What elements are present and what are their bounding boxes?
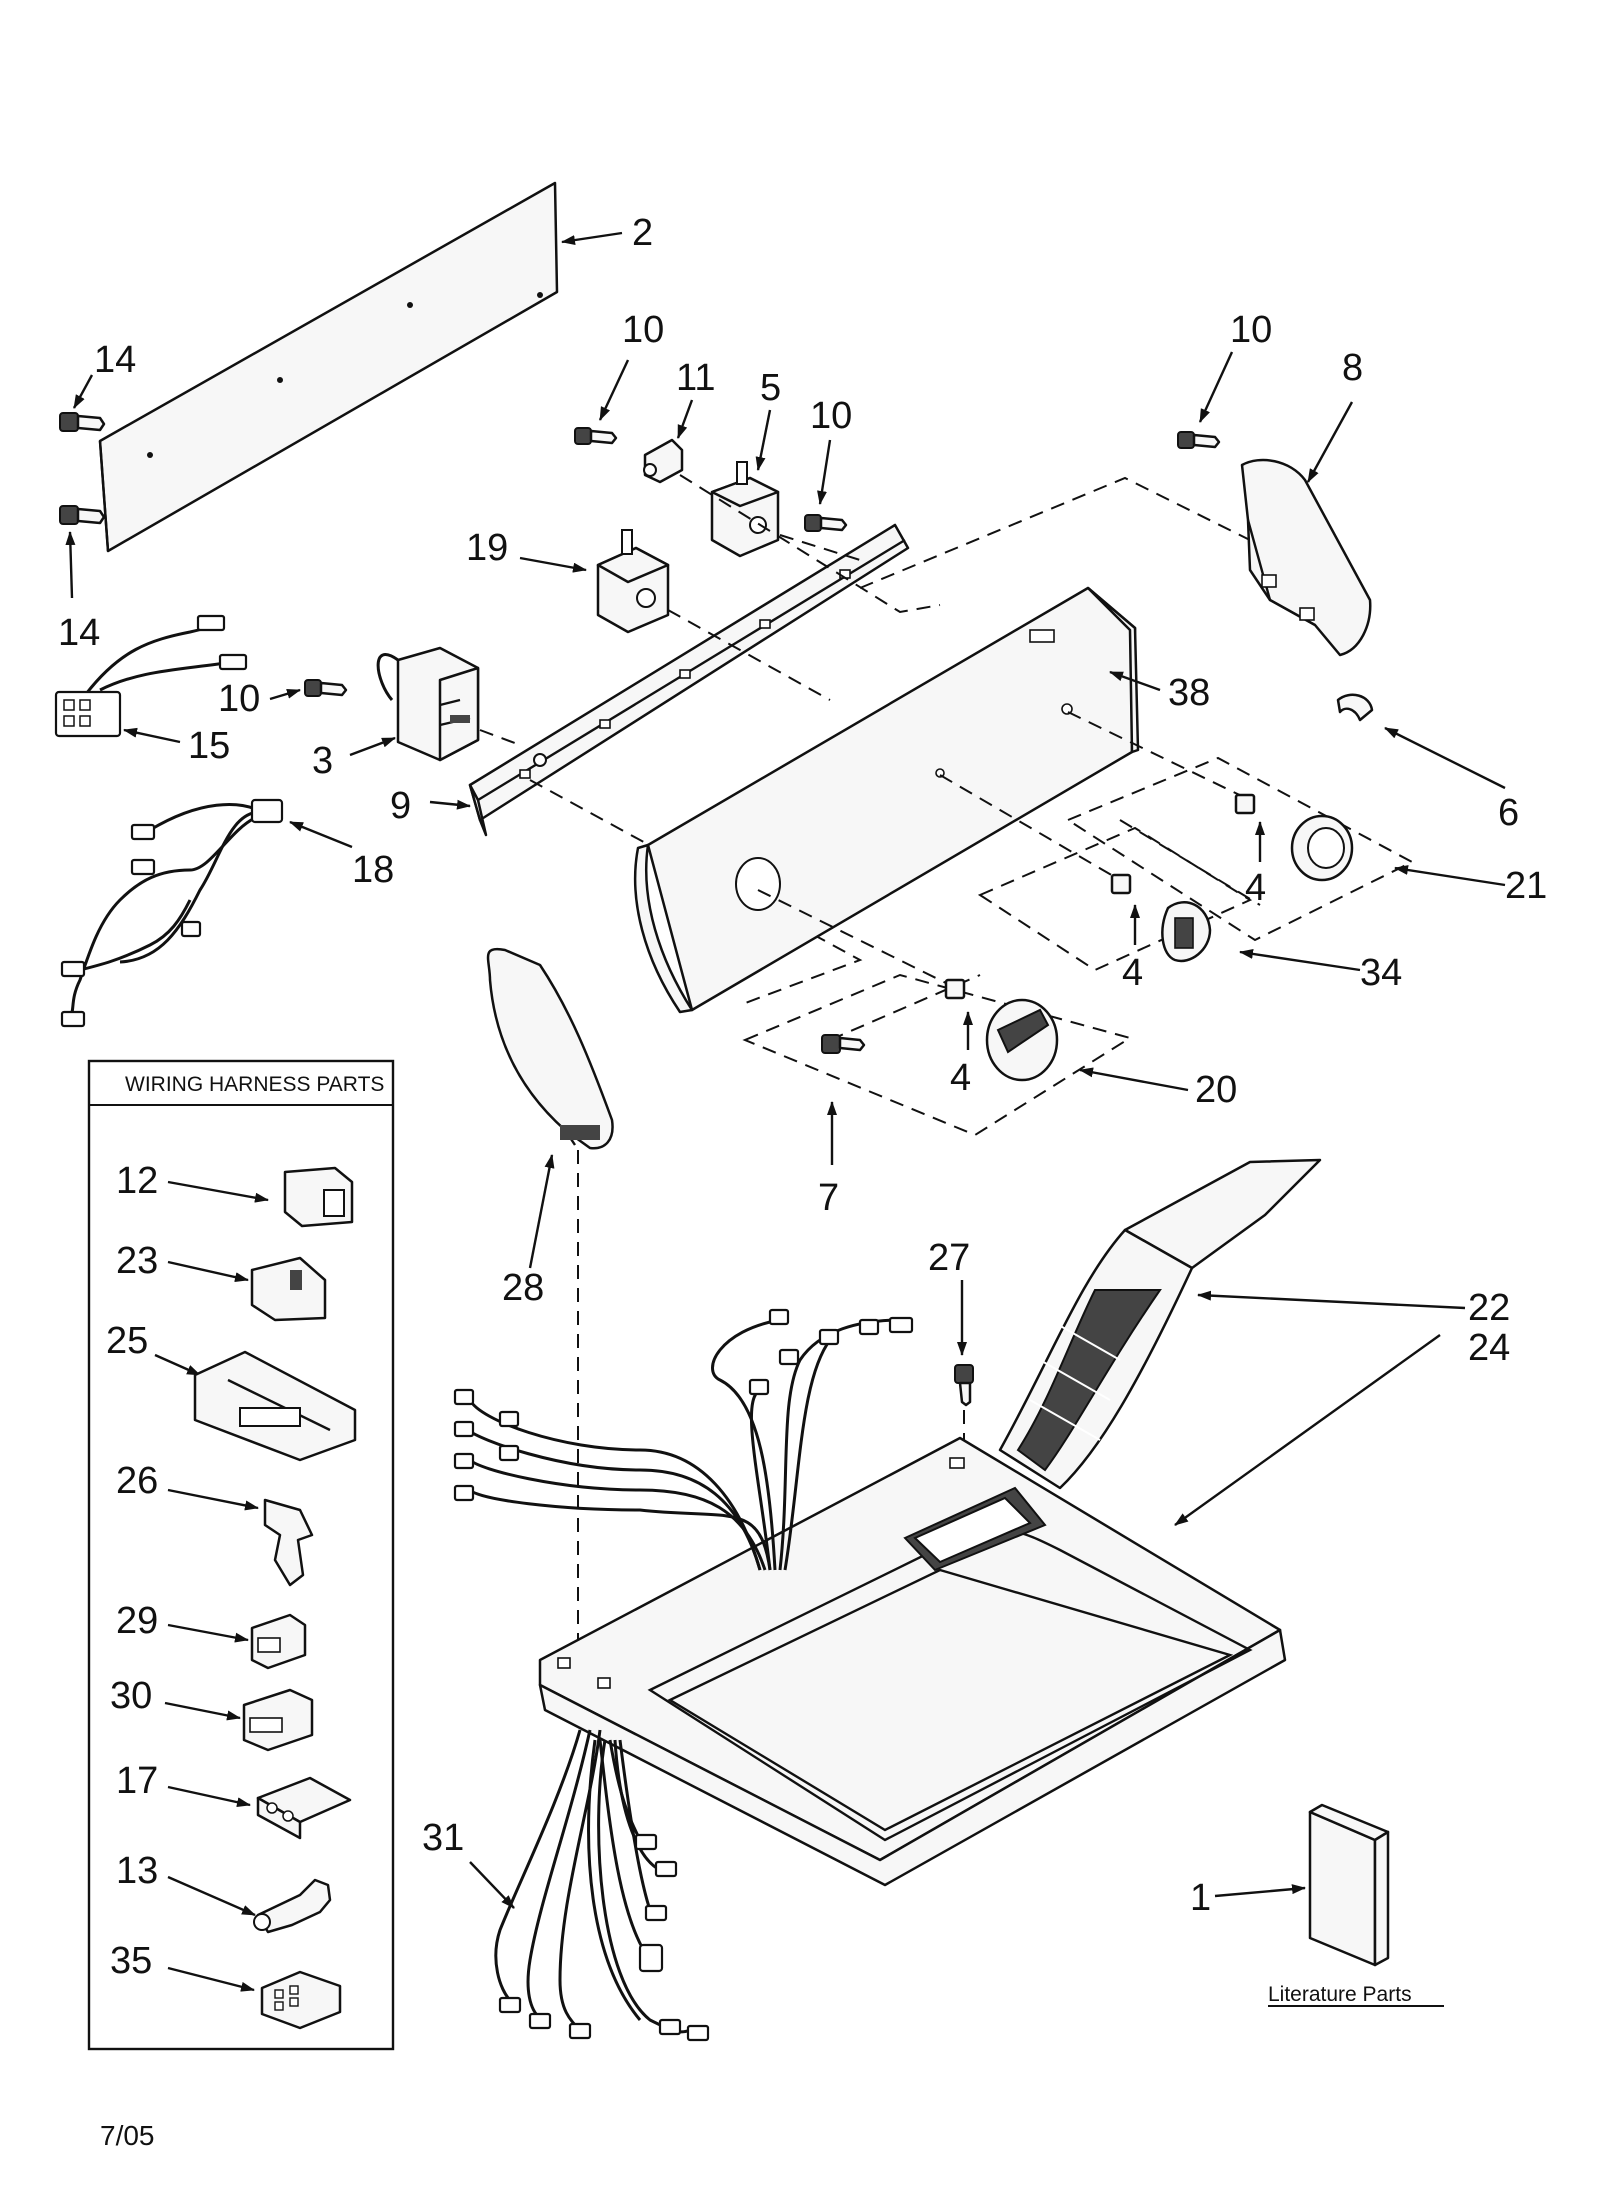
label-12: 12 <box>116 1160 158 1202</box>
screw-icon <box>304 679 348 697</box>
end-cap-part <box>1240 458 1372 657</box>
label-10-c: 10 <box>218 678 260 720</box>
label-4-top: 4 <box>1245 867 1266 909</box>
screw-icon <box>1177 431 1221 449</box>
label-11: 11 <box>676 357 715 399</box>
knob-34-part <box>1110 873 1212 963</box>
label-22: 22 <box>1468 1287 1510 1329</box>
label-31: 31 <box>422 1817 464 1859</box>
label-19: 19 <box>466 527 508 569</box>
label-4-mid: 4 <box>1122 952 1143 994</box>
label-5: 5 <box>760 367 781 409</box>
terminal-13-part <box>253 1878 332 1934</box>
label-28: 28 <box>502 1267 544 1309</box>
label-24: 24 <box>1468 1327 1510 1369</box>
connector-30-part <box>242 1688 314 1752</box>
harness-box-title: WIRING HARNESS PARTS <box>125 1073 384 1096</box>
label-23: 23 <box>116 1240 158 1282</box>
label-27: 27 <box>928 1237 970 1279</box>
knob-21-part <box>1234 793 1354 882</box>
label-1: 1 <box>1190 1877 1211 1919</box>
connector-17-part <box>256 1776 352 1840</box>
connector-12-part <box>283 1166 354 1228</box>
label-25: 25 <box>106 1320 148 1362</box>
label-21: 21 <box>1505 865 1547 907</box>
screw-icon <box>804 514 848 532</box>
label-15: 15 <box>188 725 230 767</box>
label-17: 17 <box>116 1760 158 1802</box>
label-2: 2 <box>632 212 653 254</box>
console-bracket-part <box>468 523 910 837</box>
label-4-bottom: 4 <box>950 1057 971 1099</box>
literature-booklet-part <box>1308 1803 1390 1967</box>
switch-5-part <box>710 461 780 558</box>
label-34: 34 <box>1360 952 1402 994</box>
label-10-a: 10 <box>622 309 664 351</box>
upper-wire-harness-part <box>453 1308 914 1571</box>
clip-11-part <box>643 438 684 484</box>
wire-harness-part <box>60 798 284 1028</box>
label-10-b: 10 <box>810 395 852 437</box>
switch-3-part <box>376 646 480 762</box>
screw-icon <box>574 427 618 445</box>
control-console-panel-part <box>633 586 1140 1014</box>
screw-icon <box>59 505 106 525</box>
label-20: 20 <box>1195 1069 1237 1111</box>
clip-6-part <box>1336 693 1374 722</box>
label-10-d: 10 <box>1230 309 1272 351</box>
clip-26-part <box>263 1498 314 1587</box>
lint-screen-part <box>998 1158 1322 1490</box>
label-6: 6 <box>1498 792 1519 834</box>
label-8: 8 <box>1342 347 1363 389</box>
label-14-bottom: 14 <box>58 612 100 654</box>
knob-20-part <box>944 978 1059 1082</box>
label-30: 30 <box>110 1675 152 1717</box>
revision-date: 7/05 <box>100 2120 155 2151</box>
connector-23-part <box>250 1256 327 1322</box>
lower-wire-harness-part <box>494 1729 710 2042</box>
label-26: 26 <box>116 1460 158 1502</box>
label-38: 38 <box>1168 672 1210 714</box>
wiring-harness-parts-box: WIRING HARNESS PARTS <box>87 1059 395 2051</box>
label-7: 7 <box>818 1177 839 1219</box>
label-13: 13 <box>116 1850 158 1892</box>
screw-icon <box>821 1034 866 1054</box>
rear-panel-part <box>98 181 559 553</box>
label-9: 9 <box>390 785 411 827</box>
label-18: 18 <box>352 849 394 891</box>
literature-parts-caption: Literature Parts <box>1268 1983 1412 2006</box>
connector-25-part <box>193 1350 357 1462</box>
label-29: 29 <box>116 1600 158 1642</box>
label-14-top: 14 <box>94 339 136 381</box>
label-3: 3 <box>312 740 333 782</box>
top-panel-part <box>538 1436 1287 1887</box>
label-35: 35 <box>110 1940 152 1982</box>
screw-icon <box>954 1364 974 1407</box>
connector-29-part <box>250 1613 307 1670</box>
screw-icon <box>59 412 106 432</box>
end-cap-left-part <box>486 947 614 1150</box>
wire-harness-plug-part <box>54 614 248 738</box>
switch-19-part <box>596 529 670 634</box>
connector-35-part <box>260 1970 342 2030</box>
